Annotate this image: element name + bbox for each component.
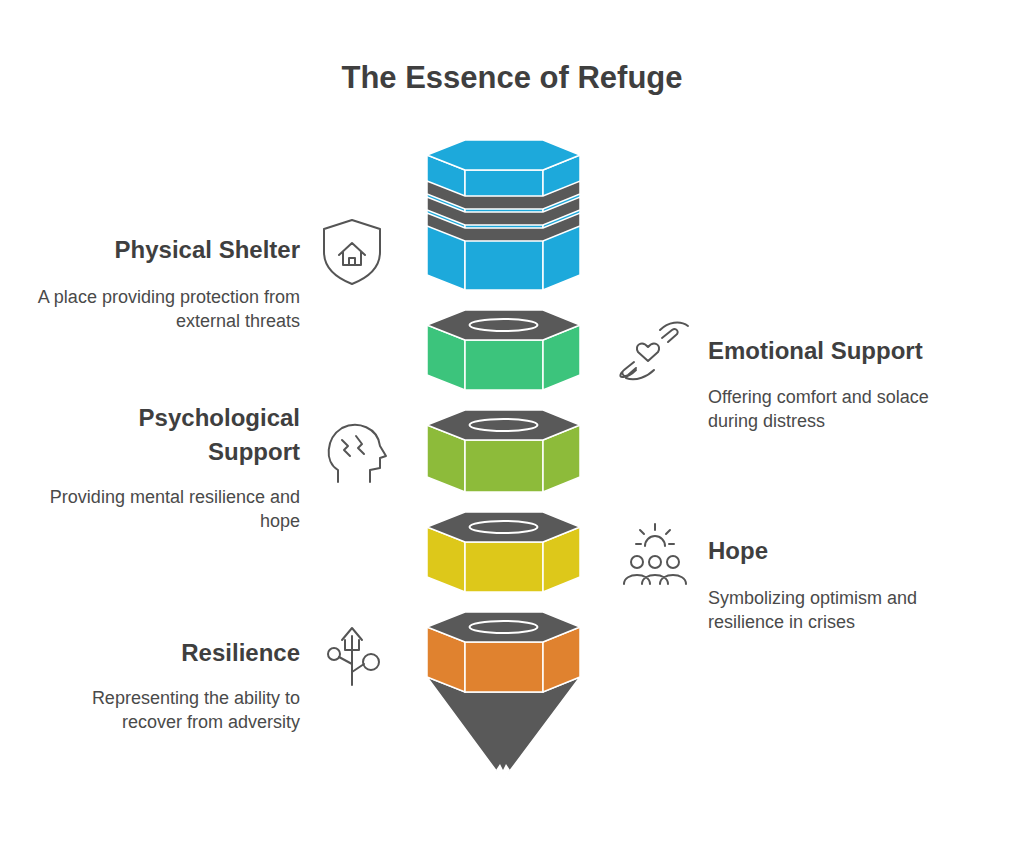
hexagon-prism	[427, 612, 580, 692]
hexagon-prism	[427, 140, 580, 290]
segment-description: Providing mental resilience and hope	[40, 485, 300, 533]
segment-description: Symbolizing optimism and resilience in c…	[708, 586, 978, 634]
stack-segment: Psychological SupportProviding mental re…	[427, 410, 580, 492]
hands-heart-icon	[620, 323, 688, 380]
head-icon	[329, 425, 386, 482]
segment-description: A place providing protection from extern…	[30, 285, 300, 333]
shield-icon	[324, 220, 380, 284]
segment-heading: Hope	[708, 534, 988, 568]
hexagon-prism	[427, 410, 580, 492]
segment-heading: Physical Shelter	[90, 233, 300, 267]
segment-description: Representing the ability to recover from…	[30, 686, 300, 734]
segment-description: Offering comfort and solace during distr…	[708, 385, 978, 433]
segment-heading: Emotional Support	[708, 334, 988, 368]
stack-segment: Emotional SupportOffering comfort and so…	[427, 310, 580, 390]
hexagon-prism	[427, 310, 580, 390]
segment-heading: Resilience	[90, 636, 300, 670]
diagram-title: The Essence of Refuge	[0, 60, 1024, 96]
stack-segment: HopeSymbolizing optimism and resilience …	[427, 512, 580, 592]
segment-heading: Psychological Support	[90, 401, 300, 469]
stack-segment: Physical ShelterA place providing protec…	[427, 140, 580, 290]
stack-segment: ResilienceRepresenting the ability to re…	[427, 612, 580, 692]
plant-icon	[328, 628, 379, 685]
people-icon	[624, 524, 686, 584]
hexagon-prism	[427, 512, 580, 592]
